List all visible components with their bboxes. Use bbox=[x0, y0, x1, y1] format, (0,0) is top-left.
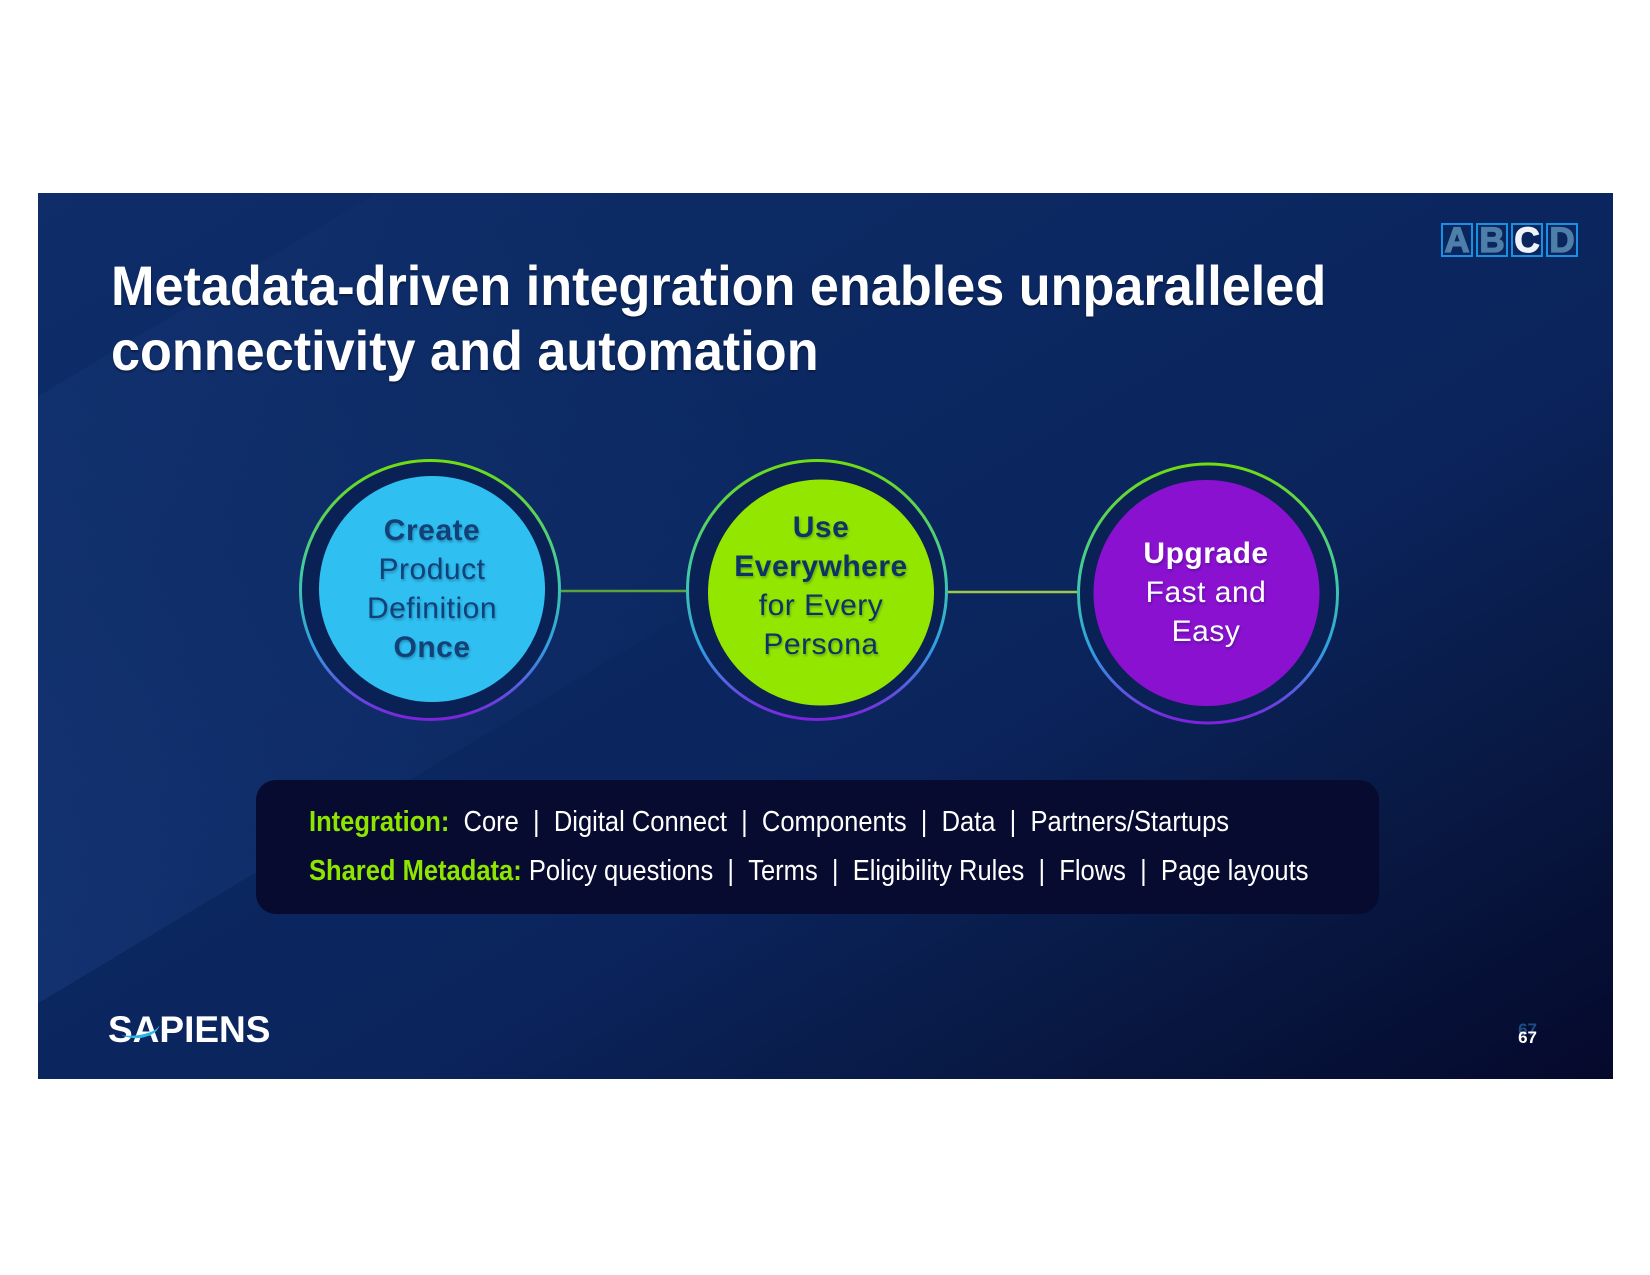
svg-text:SAPIENS: SAPIENS bbox=[108, 1009, 270, 1048]
